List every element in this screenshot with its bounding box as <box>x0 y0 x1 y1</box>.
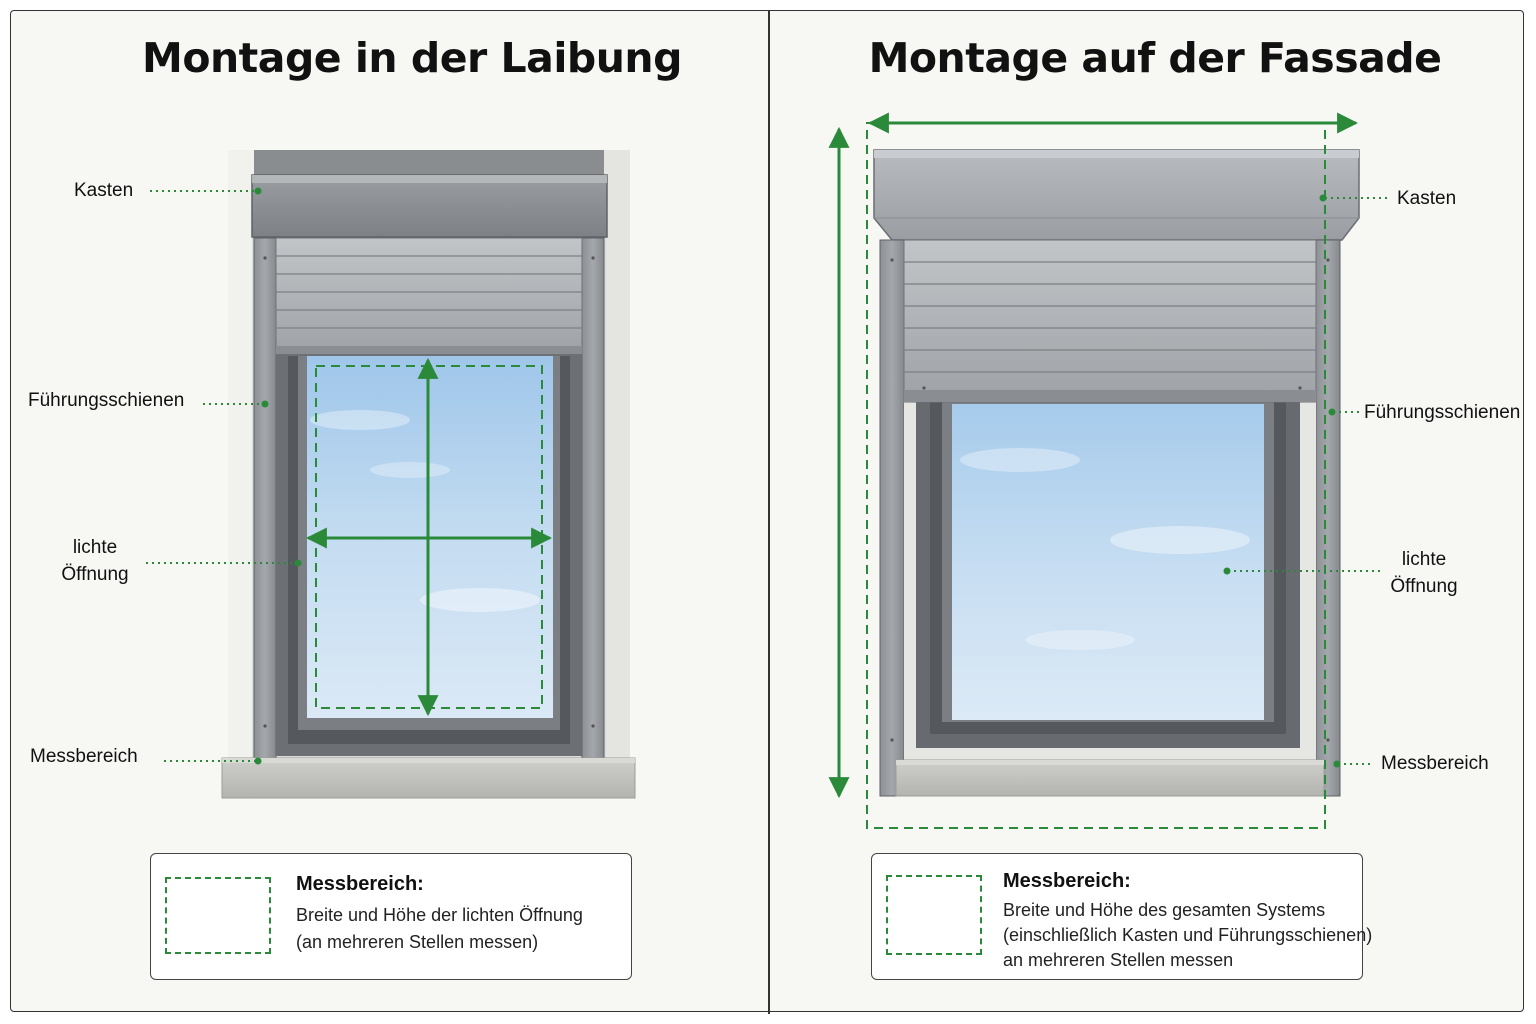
title-right: Montage auf der Fassade <box>868 34 1442 82</box>
right-label-messbereich: Messbereich <box>1381 753 1489 774</box>
left-label-lichte-line1: lichte <box>72 537 118 558</box>
right-legend-line3: an mehreren Stellen messen <box>1003 950 1234 970</box>
right-legend-line2: (einschließlich Kasten und Führungsschie… <box>1003 925 1373 945</box>
left-legend-swatch <box>165 877 271 954</box>
left-legend-line2: (an mehreren Stellen messen) <box>296 932 539 952</box>
right-label-lichte-line2: Öffnung <box>1390 576 1458 597</box>
right-label-kasten: Kasten <box>1397 188 1457 209</box>
right-window-illustration <box>873 149 1360 797</box>
left-label-fuehrungsschienen: Führungsschienen <box>28 390 185 411</box>
left-label-kasten: Kasten <box>74 180 134 201</box>
panel-divider <box>768 10 770 1014</box>
left-label-lichte-line2: Öffnung <box>61 564 129 585</box>
right-label-lichte-oeffnung: lichte Öffnung <box>1378 546 1470 600</box>
left-legend-heading: Messbereich: <box>296 873 424 895</box>
left-legend-box: Messbereich: Breite und Höhe der lichten… <box>150 853 632 980</box>
title-left: Montage in der Laibung <box>142 34 682 82</box>
right-legend-swatch <box>886 875 982 955</box>
right-label-fuehrungsschienen: Führungsschienen <box>1364 402 1521 423</box>
right-label-lichte-line1: lichte <box>1401 549 1447 570</box>
left-measuring-area <box>305 357 553 717</box>
left-label-lichte-oeffnung: lichte Öffnung <box>50 534 140 588</box>
right-legend-line1: Breite und Höhe des gesamten Systems <box>1003 900 1326 920</box>
left-leader-lines <box>146 190 296 762</box>
left-legend-line1: Breite und Höhe der lichten Öffnung <box>296 905 583 925</box>
right-legend-box: Messbereich: Breite und Höhe des gesamte… <box>871 853 1372 980</box>
left-label-messbereich: Messbereich <box>30 746 138 767</box>
right-legend-heading: Messbereich: <box>1003 870 1131 892</box>
right-measuring-area <box>828 112 1359 829</box>
right-leader-lines <box>1228 197 1390 765</box>
